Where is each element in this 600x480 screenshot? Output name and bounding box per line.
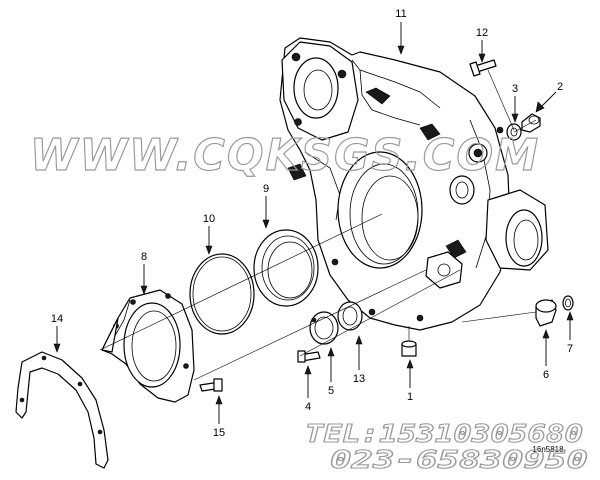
o-ring: [562, 295, 574, 311]
callout-11: 11: [395, 8, 406, 20]
watermark-tel: TEL:15310305680: [305, 419, 583, 448]
callout-9: 9: [263, 183, 269, 195]
callout-13: 13: [353, 373, 365, 385]
watermark-site: WWW.CQKSGS.COM: [30, 130, 540, 181]
callout-8: 8: [141, 251, 147, 263]
o-ring: [189, 253, 255, 335]
callout-7: 7: [567, 343, 573, 355]
seal-carrier: [101, 289, 195, 403]
callout-4: 4: [305, 401, 311, 413]
gasket: [15, 351, 109, 469]
callout-3: 3: [512, 83, 518, 95]
watermark-phone: 023-65830950: [330, 445, 588, 474]
assembly-axis-lines: [99, 69, 537, 381]
callout-6: 6: [543, 369, 549, 381]
capscrew: [199, 378, 223, 392]
callout-15: 15: [213, 427, 225, 439]
plug: [535, 299, 557, 327]
callout-2: 2: [557, 81, 563, 93]
capscrew: [297, 350, 321, 363]
drawing-code: 16n5818: [532, 445, 564, 454]
cover-plate: [309, 311, 339, 345]
callout-10: 10: [203, 213, 215, 225]
flywheel-housing: [279, 37, 549, 331]
callout-labels: 11 12 3 2 9 10 8 14 15 4 5 13 1 6 7: [51, 8, 573, 439]
bolt: [469, 59, 497, 77]
callout-5: 5: [328, 385, 334, 397]
callout-14: 14: [51, 313, 63, 325]
leader-lines: [53, 22, 574, 424]
callout-12: 12: [476, 27, 488, 39]
rear-oil-seal: [253, 229, 319, 307]
callout-1: 1: [407, 391, 413, 403]
dowel: [401, 340, 417, 357]
